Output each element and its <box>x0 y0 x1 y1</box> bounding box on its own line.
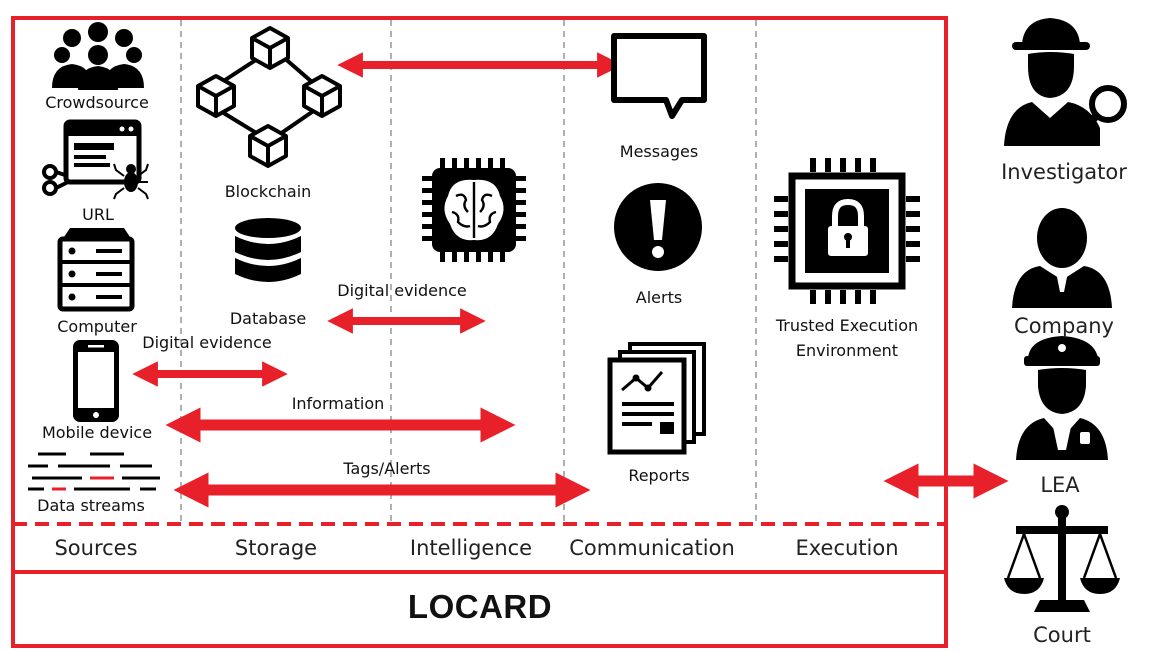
layer-label-intelligence: Intelligence <box>409 536 533 560</box>
node-label-computer: Computer <box>57 317 137 336</box>
tee-label-line-2: Environment <box>795 340 899 360</box>
database-icon <box>235 218 301 282</box>
investigator-icon <box>1004 18 1127 146</box>
node-label-blockchain: Blockchain <box>224 182 312 201</box>
actor-label-company: Company <box>1014 314 1114 338</box>
report-icon <box>607 342 706 455</box>
police-officer-icon <box>1016 336 1108 460</box>
blockchain-icon <box>196 26 342 168</box>
node-label-trusted-execution: Trusted Execution Environment <box>776 314 918 364</box>
url-spider-icon <box>42 119 149 200</box>
message-bubble-icon <box>611 33 707 119</box>
node-label-crowdsource: Crowdsource <box>45 93 149 112</box>
server-icon <box>57 228 135 312</box>
node-label-data-streams: Data streams <box>37 496 145 515</box>
crowd-icon <box>52 22 144 90</box>
node-label-alerts: Alerts <box>635 288 683 307</box>
layer-label-communication: Communication <box>569 536 735 560</box>
locard-frame <box>11 16 948 648</box>
node-label-mobile-device: Mobile device <box>41 423 153 442</box>
node-label-url: URL <box>82 205 114 224</box>
secure-chip-icon <box>774 158 920 304</box>
layer-label-storage: Storage <box>234 536 318 560</box>
layer-label-execution: Execution <box>795 536 899 560</box>
flow-label-tags-alerts: Tags/Alerts <box>343 459 431 478</box>
smartphone-icon <box>73 340 119 422</box>
node-label-database: Database <box>229 309 307 328</box>
node-label-reports: Reports <box>628 466 690 485</box>
tee-label-line-1: Trusted Execution <box>775 316 919 335</box>
layer-label-sources: Sources <box>54 536 138 560</box>
flow-label-digital-evidence-1: Digital evidence <box>337 281 467 300</box>
actor-label-lea: LEA <box>1040 473 1080 497</box>
company-person-icon <box>1012 208 1112 308</box>
actor-label-investigator: Investigator <box>1001 160 1127 184</box>
scales-icon <box>1004 505 1120 612</box>
brain-chip-icon <box>422 158 526 262</box>
flow-label-information: Information <box>291 394 385 413</box>
actor-label-court: Court <box>1033 623 1091 647</box>
flow-label-digital-evidence-2: Digital evidence <box>142 333 272 352</box>
locard-title: LOCARD <box>407 588 553 625</box>
node-label-messages: Messages <box>619 142 699 161</box>
data-stream-icon <box>28 452 160 491</box>
alert-icon <box>614 183 702 271</box>
